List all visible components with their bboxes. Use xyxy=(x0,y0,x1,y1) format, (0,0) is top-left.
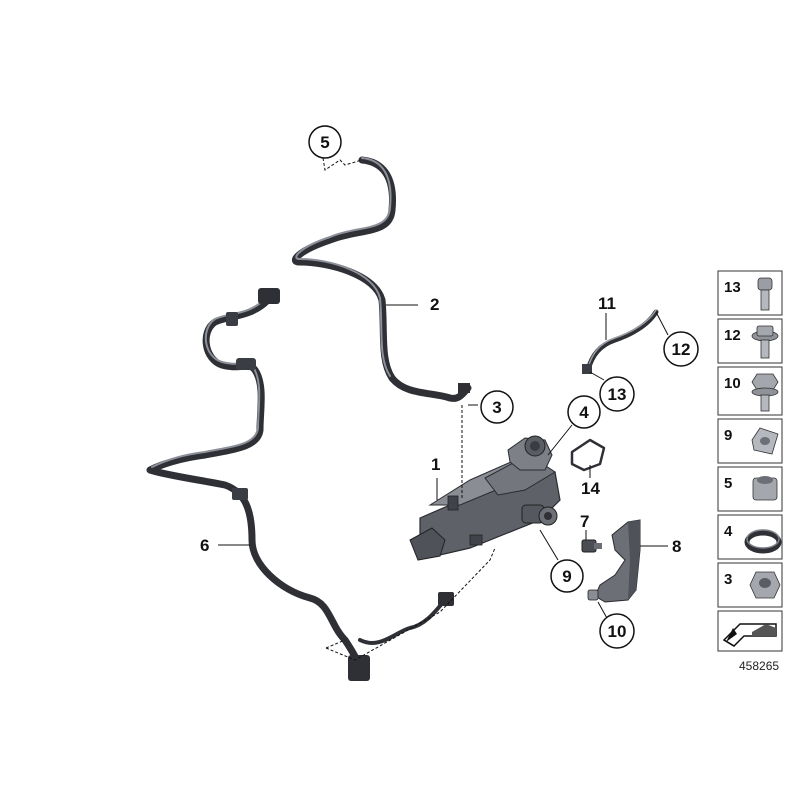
hose-11-fitting xyxy=(582,364,592,374)
hex-bolt-icon xyxy=(751,373,779,412)
flange-bolt-icon xyxy=(751,325,779,359)
legend-item-4: 4 xyxy=(717,514,783,560)
hose-11 xyxy=(582,309,659,374)
callout-4: 4 xyxy=(567,395,601,429)
diagram-reference-number: 458265 xyxy=(739,659,779,673)
svg-text:4: 4 xyxy=(579,403,589,422)
svg-text:4: 4 xyxy=(724,523,733,540)
svg-text:9: 9 xyxy=(562,567,571,586)
self-locking-nut-icon xyxy=(752,476,778,501)
callout-6: 6 xyxy=(200,536,209,555)
legend-item-3: 3 xyxy=(717,562,783,608)
callout-9: 9 xyxy=(550,559,584,593)
legend-item-12: 12 xyxy=(717,318,783,364)
callout-1: 1 xyxy=(431,455,440,474)
hose-6 xyxy=(146,288,454,681)
fastener-legend: 13 12 10 xyxy=(717,270,783,652)
callout-12: 12 xyxy=(663,331,699,367)
svg-text:10: 10 xyxy=(724,375,741,392)
arrow-icon xyxy=(726,628,737,642)
callout-7: 7 xyxy=(580,512,589,531)
legend-item-9: 9 xyxy=(717,418,783,464)
svg-text:12: 12 xyxy=(672,340,691,359)
legend-item-13: 13 xyxy=(717,270,783,316)
svg-text:10: 10 xyxy=(608,622,627,641)
svg-text:9: 9 xyxy=(724,427,732,444)
hose-2 xyxy=(291,156,472,402)
clip-nut-icon xyxy=(751,427,779,455)
svg-text:3: 3 xyxy=(492,398,501,417)
callout-3: 3 xyxy=(480,390,514,424)
seal-ring-icon xyxy=(744,529,782,554)
legend-item-10: 10 xyxy=(717,366,783,416)
callout-5: 5 xyxy=(308,125,342,159)
svg-text:13: 13 xyxy=(724,279,741,296)
callout-2: 2 xyxy=(430,295,439,314)
hose-6-clip xyxy=(236,358,256,370)
hose-6-end-connector xyxy=(438,592,454,606)
legend-item-5: 5 xyxy=(717,466,783,512)
svg-text:5: 5 xyxy=(724,475,732,492)
seal-14 xyxy=(570,438,606,472)
part-7 xyxy=(581,539,602,553)
hose-6-lower-connector xyxy=(348,655,370,681)
callout-14: 14 xyxy=(581,479,600,498)
auxiliary-heater-unit xyxy=(409,435,561,561)
callout-13: 13 xyxy=(599,376,635,412)
hose-6-clip-2 xyxy=(226,312,238,326)
bolt-icon xyxy=(757,277,773,311)
hose-6-upper-fitting xyxy=(258,288,280,304)
svg-text:5: 5 xyxy=(320,133,329,152)
heat-shield-8 xyxy=(587,519,641,603)
direction-arrow-box xyxy=(717,610,783,652)
svg-text:13: 13 xyxy=(608,385,627,404)
hose-2-end-fitting xyxy=(458,383,470,393)
callout-11: 11 xyxy=(598,294,616,313)
svg-text:12: 12 xyxy=(724,327,741,344)
callout-10: 10 xyxy=(599,613,635,649)
leader-lines xyxy=(218,157,669,661)
callout-8: 8 xyxy=(672,537,681,556)
hex-nut-icon xyxy=(749,571,781,599)
svg-text:3: 3 xyxy=(724,571,732,588)
hose-6-clip-3 xyxy=(232,488,248,500)
